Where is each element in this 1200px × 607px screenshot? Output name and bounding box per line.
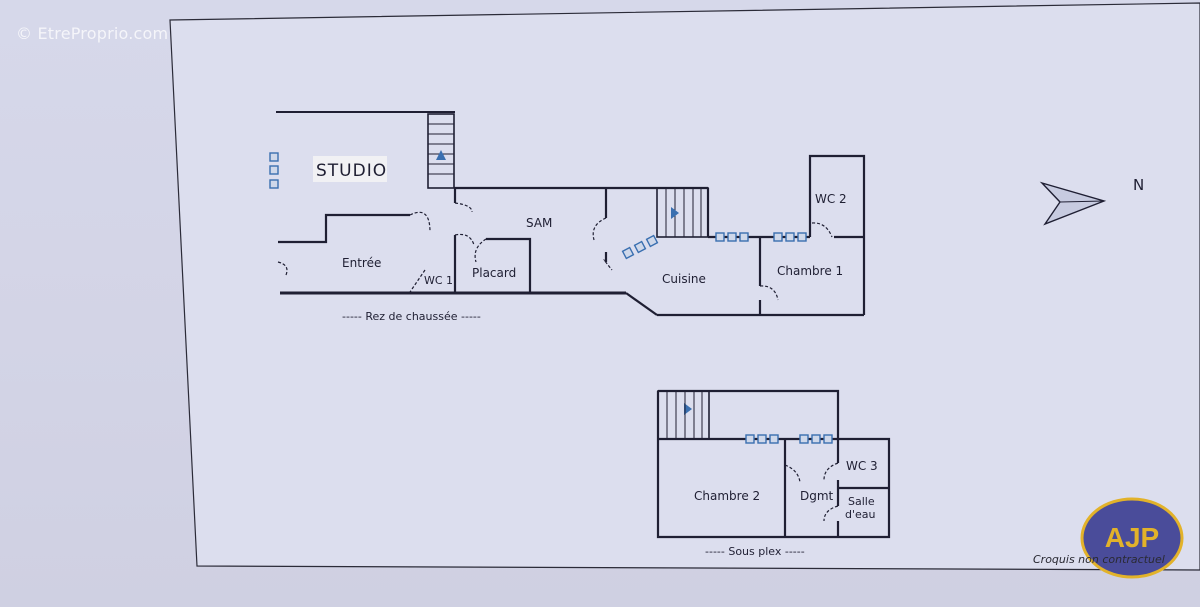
room-placard-label: Placard [472,266,516,280]
upper-floor-stairs [666,391,703,439]
ajp-logo: AJP [1080,497,1184,579]
studio-label-bg [313,156,387,182]
ajp-logo-text: AJP [1105,522,1159,553]
room-wc2-label: WC 2 [815,192,847,206]
room-wc3-label: WC 3 [846,459,878,473]
ground-floor-doors [277,202,833,301]
disclaimer-note: Croquis non contractuel [1033,553,1165,566]
room-salle-label-line1: Salle [848,495,875,508]
room-chambre1-label: Chambre 1 [777,264,843,278]
ground-floor-windows [269,152,807,260]
upper-floor-windows [745,434,833,444]
room-salle-label-line2: d'eau [845,508,876,521]
upper-floor-caption: ----- Sous plex ----- [705,545,805,558]
room-chambre2-label: Chambre 2 [694,489,760,503]
room-studio-label: STUDIO [316,161,387,181]
room-entree-label: Entrée [342,256,381,270]
upper-floor-doors [784,462,839,522]
room-wc1-label: WC 1 [424,274,453,287]
room-sam-label: SAM [526,216,552,230]
compass-arrow-icon [1039,181,1107,226]
room-cuisine-label: Cuisine [662,272,706,286]
ground-floor-plan [276,111,866,317]
room-dgmt-label: Dgmt [800,489,834,503]
stair-arrows [436,150,692,415]
ground-floor-caption: ----- Rez de chaussée ----- [342,310,481,323]
paper-sheet [169,2,1200,571]
compass-north-label: N [1133,176,1144,194]
watermark-text: © EtreProprio.com [16,24,169,43]
